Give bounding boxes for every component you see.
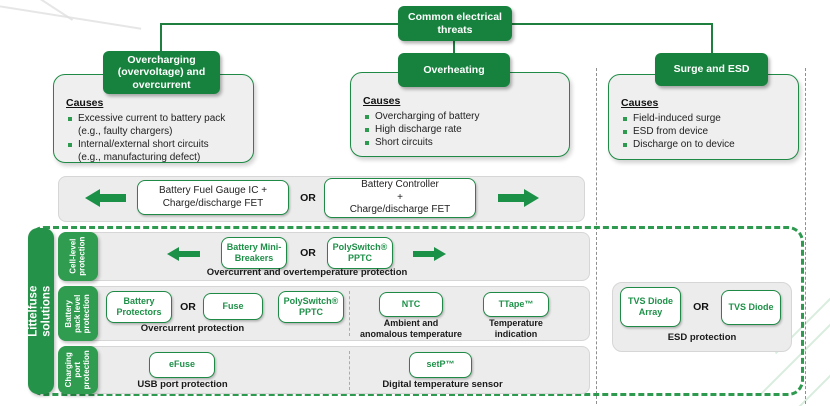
cause-item: Short circuits xyxy=(363,136,559,149)
overheating-title-box: Overheating xyxy=(398,53,510,87)
connector-vertical-right xyxy=(711,23,713,54)
tab-label: Charging port protection xyxy=(64,350,92,390)
causes-list: Field-induced surge ESD from device Disc… xyxy=(621,112,788,151)
tvs-diode-box: TVS Diode xyxy=(721,290,781,325)
overcharging-title-box: Overcharging (overvoltage) and overcurre… xyxy=(103,51,220,94)
cause-item: High discharge rate xyxy=(363,123,559,136)
or-label: OR xyxy=(693,301,709,313)
charging-port-row xyxy=(58,346,590,394)
common-threats-box: Common electrical threats xyxy=(398,6,512,41)
setp-box: setP™ xyxy=(409,352,472,378)
tab-label: Cell-level protection xyxy=(68,236,87,277)
cause-item: Internal/external short circuits (e.g., … xyxy=(66,138,243,164)
overcurrent-protection-caption: Overcurrent protection xyxy=(140,323,245,334)
efuse-box: eFuse xyxy=(149,352,215,378)
or-label: OR xyxy=(300,247,316,259)
littelfuse-solutions-sidebar: Littelfuse solutions xyxy=(28,228,54,394)
cause-item: Field-induced surge xyxy=(621,112,788,125)
cell-level-tab: Cell-level protection xyxy=(58,232,98,281)
tvs-diode-array-box: TVS Diode Array xyxy=(620,287,681,327)
battery-controller-box: Battery Controller + Charge/discharge FE… xyxy=(324,178,476,218)
ttape-box: TTape™ xyxy=(483,292,549,317)
cell-level-row xyxy=(58,232,590,281)
cell-level-caption: Overcurrent and overtemperature protecti… xyxy=(206,267,408,278)
causes-list: Excessive current to battery pack (e.g.,… xyxy=(66,112,243,164)
connector-vertical-left xyxy=(160,23,162,53)
usb-port-caption: USB port protection xyxy=(137,379,228,390)
cause-item: ESD from device xyxy=(621,125,788,138)
fuse-box: Fuse xyxy=(203,293,263,320)
battery-protectors-box: Battery Protectors xyxy=(106,291,172,323)
or-label: OR xyxy=(180,301,196,313)
row-divider-dashed xyxy=(349,291,350,336)
battery-fuel-gauge-box: Battery Fuel Gauge IC + Charge/discharge… xyxy=(137,180,289,215)
surge-esd-title-box: Surge and ESD xyxy=(655,53,768,86)
causes-heading: Causes xyxy=(621,97,659,109)
dashed-guide-right xyxy=(805,68,806,404)
battery-mini-breakers-box: Battery Mini- Breakers xyxy=(221,237,287,269)
dashed-guide-left xyxy=(596,68,597,404)
causes-panel-surge: Causes Field-induced surge ESD from devi… xyxy=(608,74,799,160)
ntc-caption: Ambient and anomalous temperature xyxy=(359,318,463,340)
ttape-caption: Temperature indication xyxy=(489,318,543,340)
charging-port-tab: Charging port protection xyxy=(58,346,98,394)
causes-heading: Causes xyxy=(363,95,401,107)
digital-temp-sensor-caption: Digital temperature sensor xyxy=(382,379,503,390)
tab-label: Battery pack level protection xyxy=(64,293,92,334)
ntc-box: NTC xyxy=(379,292,443,317)
polyswitch-pptc-box: PolySwitch® PPTC xyxy=(327,237,393,269)
arrow-right-icon xyxy=(498,189,540,207)
cause-item: Excessive current to battery pack (e.g.,… xyxy=(66,112,243,138)
cause-item: Discharge on to device xyxy=(621,138,788,151)
arrow-right-icon xyxy=(413,247,447,261)
causes-heading: Causes xyxy=(66,97,104,109)
causes-list: Overcharging of battery High discharge r… xyxy=(363,110,559,149)
pack-level-tab: Battery pack level protection xyxy=(58,286,98,341)
sidebar-label: Littelfuse solutions xyxy=(27,285,53,337)
arrow-left-icon xyxy=(166,247,200,261)
or-label: OR xyxy=(300,191,316,204)
arrow-left-icon xyxy=(84,189,126,207)
polyswitch-pptc-box: PolySwitch® PPTC xyxy=(278,291,344,323)
esd-protection-caption: ESD protection xyxy=(667,332,737,343)
row-divider-dashed xyxy=(349,351,350,390)
cause-item: Overcharging of battery xyxy=(363,110,559,123)
